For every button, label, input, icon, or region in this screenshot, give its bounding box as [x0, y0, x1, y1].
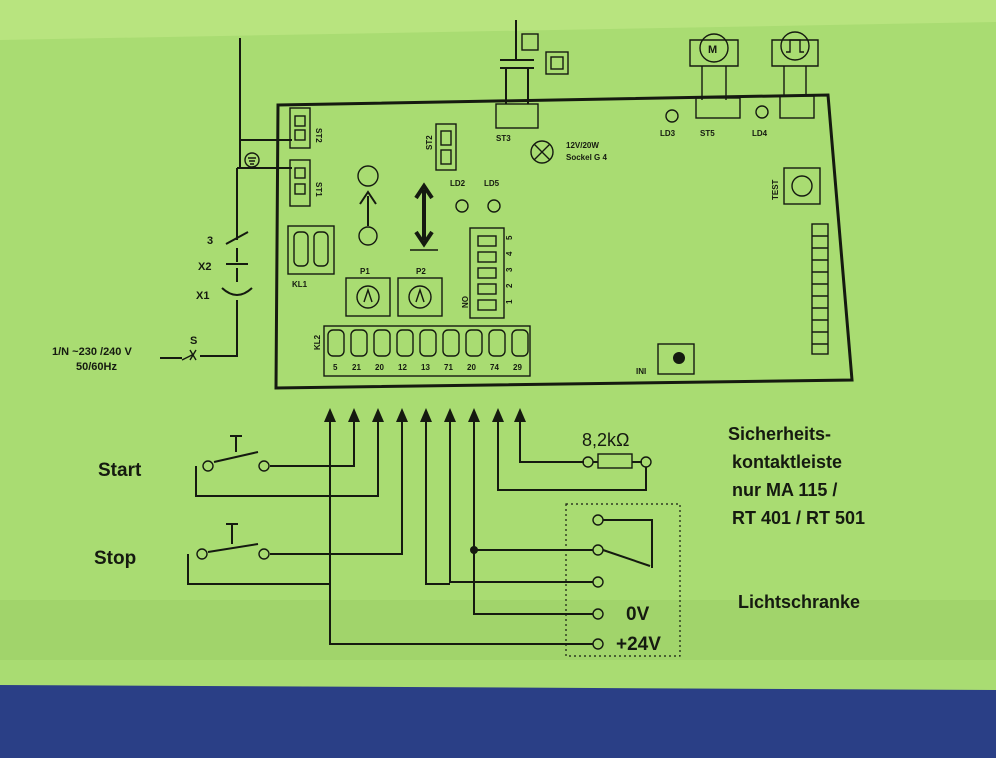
st3-coil-symbol — [500, 20, 534, 104]
test-label: TEST — [771, 179, 780, 200]
right-terminal-strip — [811, 223, 829, 355]
st3-connector — [495, 103, 539, 129]
lamp-power-label: 12V/20W — [566, 141, 599, 150]
motor-symbol — [699, 33, 729, 63]
paper-fold — [0, 0, 996, 40]
ld4-led — [755, 105, 769, 119]
st1-connector — [289, 159, 311, 207]
test-button[interactable] — [783, 167, 821, 205]
open-symbol — [357, 165, 379, 187]
terminal-label: 5 — [333, 363, 338, 372]
ld5-label: LD5 — [484, 179, 500, 188]
pulse-connector — [779, 95, 815, 119]
board-outline — [274, 93, 854, 390]
st5-label: ST5 — [700, 129, 715, 138]
kl2-terminals: 5 21 20 12 13 71 20 74 29 — [327, 329, 529, 372]
ld3-label: LD3 — [660, 129, 676, 138]
external-wiring: Start Stop 8,2kΩ 0V +24V Siche — [94, 408, 865, 657]
stop-label: Stop — [94, 548, 136, 569]
terminal-label: 74 — [490, 363, 499, 372]
x1-label: X1 — [196, 290, 209, 302]
ld2-label: LD2 — [450, 179, 466, 188]
plus-24v-label: +24V — [616, 634, 661, 655]
ld2-led — [455, 199, 469, 213]
close-symbol — [358, 226, 378, 246]
dip-number: 4 — [505, 251, 514, 256]
dip-number: 2 — [505, 283, 514, 288]
st2-label: ST2 — [314, 128, 323, 143]
safety-edge-note-3: nur MA 115 / — [732, 480, 837, 500]
mains-wiring: 3 X2 X1 S 1/N ~230 /240 V 50/60Hz — [52, 38, 292, 373]
st2-connector — [289, 107, 311, 149]
ini-button[interactable] — [657, 343, 695, 375]
terminal-label: 29 — [513, 363, 522, 372]
ini-label: INI — [636, 367, 646, 376]
resistor-value-label: 8,2kΩ — [582, 430, 629, 450]
p1-potentiometer[interactable] — [345, 277, 391, 317]
dip-number: 5 — [505, 235, 514, 240]
st2-top-connector — [435, 123, 457, 171]
safety-edge-note-2: kontaktleiste — [732, 452, 842, 472]
kl1-block — [287, 225, 335, 275]
switch-label: S — [190, 335, 197, 347]
p2-potentiometer[interactable] — [397, 277, 443, 317]
safety-edge-note-4: RT 401 / RT 501 — [732, 508, 865, 528]
terminal-label: 71 — [444, 363, 453, 372]
kl1-label: KL1 — [292, 280, 308, 289]
p1-label: P1 — [360, 267, 370, 276]
ld3-led — [665, 109, 679, 123]
lamp-socket-label: Sockel G 4 — [566, 153, 607, 162]
ld5-led — [487, 199, 501, 213]
st5-connector — [695, 97, 741, 119]
motor-label: M — [708, 44, 717, 56]
kl2-terminal-block — [323, 325, 531, 377]
dip-on-label: ON — [460, 296, 469, 308]
st3-label: ST3 — [496, 134, 511, 143]
control-board: ST2 ST1 KL1 P1 P2 ST2 LD2 LD5 ON 1 — [274, 20, 854, 390]
terminal-label: 21 — [352, 363, 361, 372]
paper-sheet — [0, 0, 996, 690]
dip-switch-block[interactable] — [469, 227, 505, 319]
photocell-box — [565, 503, 681, 657]
dip-number: 1 — [505, 299, 514, 304]
pulse-sensor-symbol — [771, 39, 819, 67]
photocell-label: Lichtschranke — [738, 592, 860, 612]
x2-label: X2 — [198, 261, 211, 273]
terminal-label: 20 — [467, 363, 476, 372]
supply-label: 1/N ~230 /240 V — [52, 346, 132, 358]
terminal-label: 13 — [421, 363, 430, 372]
terminal-label: 20 — [375, 363, 384, 372]
ld4-label: LD4 — [752, 129, 768, 138]
p2-label: P2 — [416, 267, 426, 276]
safety-edge-note-1: Sicherheits- — [728, 424, 831, 444]
st2-top-label: ST2 — [425, 135, 434, 150]
dip-number: 3 — [505, 267, 514, 272]
st1-label: ST1 — [314, 182, 323, 197]
frequency-label: 50/60Hz — [76, 361, 117, 373]
zero-volt-label: 0V — [626, 604, 650, 625]
start-label: Start — [98, 460, 142, 481]
paper-shadow — [0, 600, 996, 660]
terminal-3-label: 3 — [207, 235, 213, 247]
terminal-label: 12 — [398, 363, 407, 372]
kl2-label: KL2 — [313, 334, 322, 350]
lamp-symbol — [530, 140, 554, 164]
